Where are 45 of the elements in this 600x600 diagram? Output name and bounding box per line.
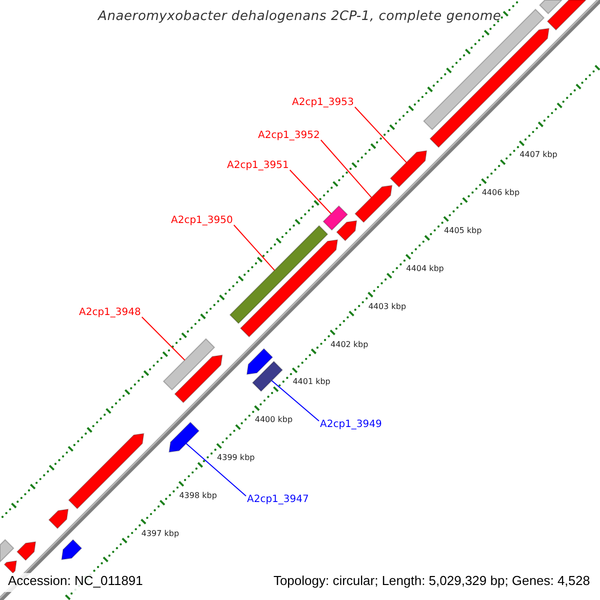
gene-feature <box>174 354 223 404</box>
gene-label: A2cp1_3951 <box>227 160 289 171</box>
gene-label: A2cp1_3947 <box>247 494 309 505</box>
leader-line <box>141 316 186 361</box>
scale-label: 4407 kbp <box>520 150 558 160</box>
gene-label: A2cp1_3952 <box>258 130 320 141</box>
scale-label: 4406 kbp <box>482 188 520 198</box>
gene-feature <box>336 220 358 242</box>
leader-line <box>289 170 332 214</box>
leader-line <box>320 140 372 198</box>
gene-label: A2cp1_3953 <box>292 97 354 108</box>
gene-feature <box>546 0 588 31</box>
scale-label: 4405 kbp <box>444 226 482 236</box>
gene-bar <box>539 0 564 14</box>
scale-label: 4400 kbp <box>254 415 293 424</box>
scale-label: 4402 kbp <box>330 340 368 349</box>
scale-label: 4398 kbp <box>179 490 217 500</box>
scale-label: 4397 kbp <box>141 528 180 538</box>
gene-feature <box>390 150 428 188</box>
gene-feature <box>168 422 200 453</box>
gene-feature <box>240 239 338 338</box>
gene-label: A2cp1_3949 <box>320 419 382 430</box>
gene-feature <box>246 348 274 375</box>
gene-bar <box>162 338 216 391</box>
scale-label: 4404 kbp <box>406 264 444 273</box>
leader-line <box>233 224 276 271</box>
gene-feature <box>68 433 144 510</box>
gene-label: A2cp1_3950 <box>171 215 233 226</box>
gene-bar <box>252 360 284 392</box>
scale-label: 4401 kbp <box>292 377 330 386</box>
scale-label: 4399 kbp <box>217 453 255 462</box>
leader-line <box>271 380 320 422</box>
gene-bar <box>0 539 14 564</box>
gene-feature <box>16 541 36 561</box>
gene-feature <box>48 508 69 530</box>
gene-label: A2cp1_3948 <box>79 307 141 318</box>
leader-line <box>186 443 246 496</box>
gene-feature <box>429 28 550 148</box>
gene-feature <box>61 539 82 560</box>
gene-feature <box>354 184 393 223</box>
gene-bar <box>229 225 328 324</box>
scale-label: 4403 kbp <box>368 302 406 311</box>
title: Anaeromyxobacter dehalogenans 2CP-1, complete genome <box>98 9 502 24</box>
gene-bar <box>322 205 348 231</box>
leader-line <box>354 106 407 163</box>
